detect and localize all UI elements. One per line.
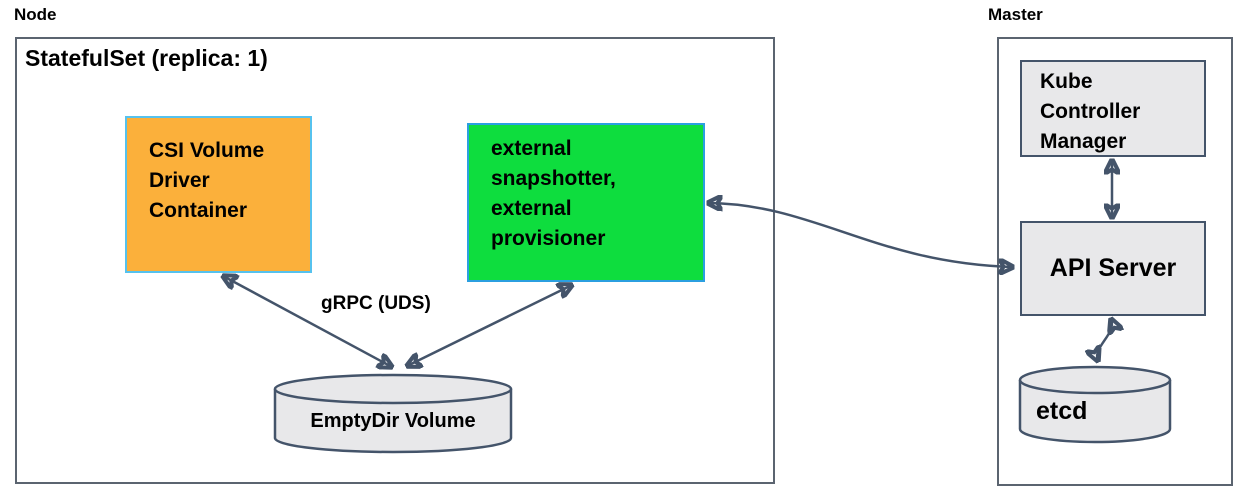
emptydir-volume-cylinder: EmptyDir Volume bbox=[273, 372, 513, 456]
master-group-label: Master bbox=[988, 5, 1043, 24]
node-group-label: Node bbox=[14, 5, 57, 24]
external-snapshotter-provisioner-box: external snapshotter, external provision… bbox=[467, 123, 705, 282]
cylinder-icon bbox=[273, 373, 513, 454]
csi-volume-driver-box: CSI Volume Driver Container bbox=[125, 116, 312, 273]
etcd-cylinder: etcd bbox=[1018, 365, 1172, 447]
grpc-uds-label: gRPC (UDS) bbox=[321, 293, 431, 314]
etcd-label: etcd bbox=[1036, 397, 1088, 425]
api-server-box: API Server bbox=[1020, 221, 1206, 316]
emptydir-volume-label: EmptyDir Volume bbox=[310, 410, 476, 432]
statefulset-label: StatefulSet (replica: 1) bbox=[25, 45, 268, 71]
kube-controller-manager-box: Kube Controller Manager bbox=[1020, 60, 1206, 157]
cylinder-icon bbox=[1018, 365, 1172, 444]
